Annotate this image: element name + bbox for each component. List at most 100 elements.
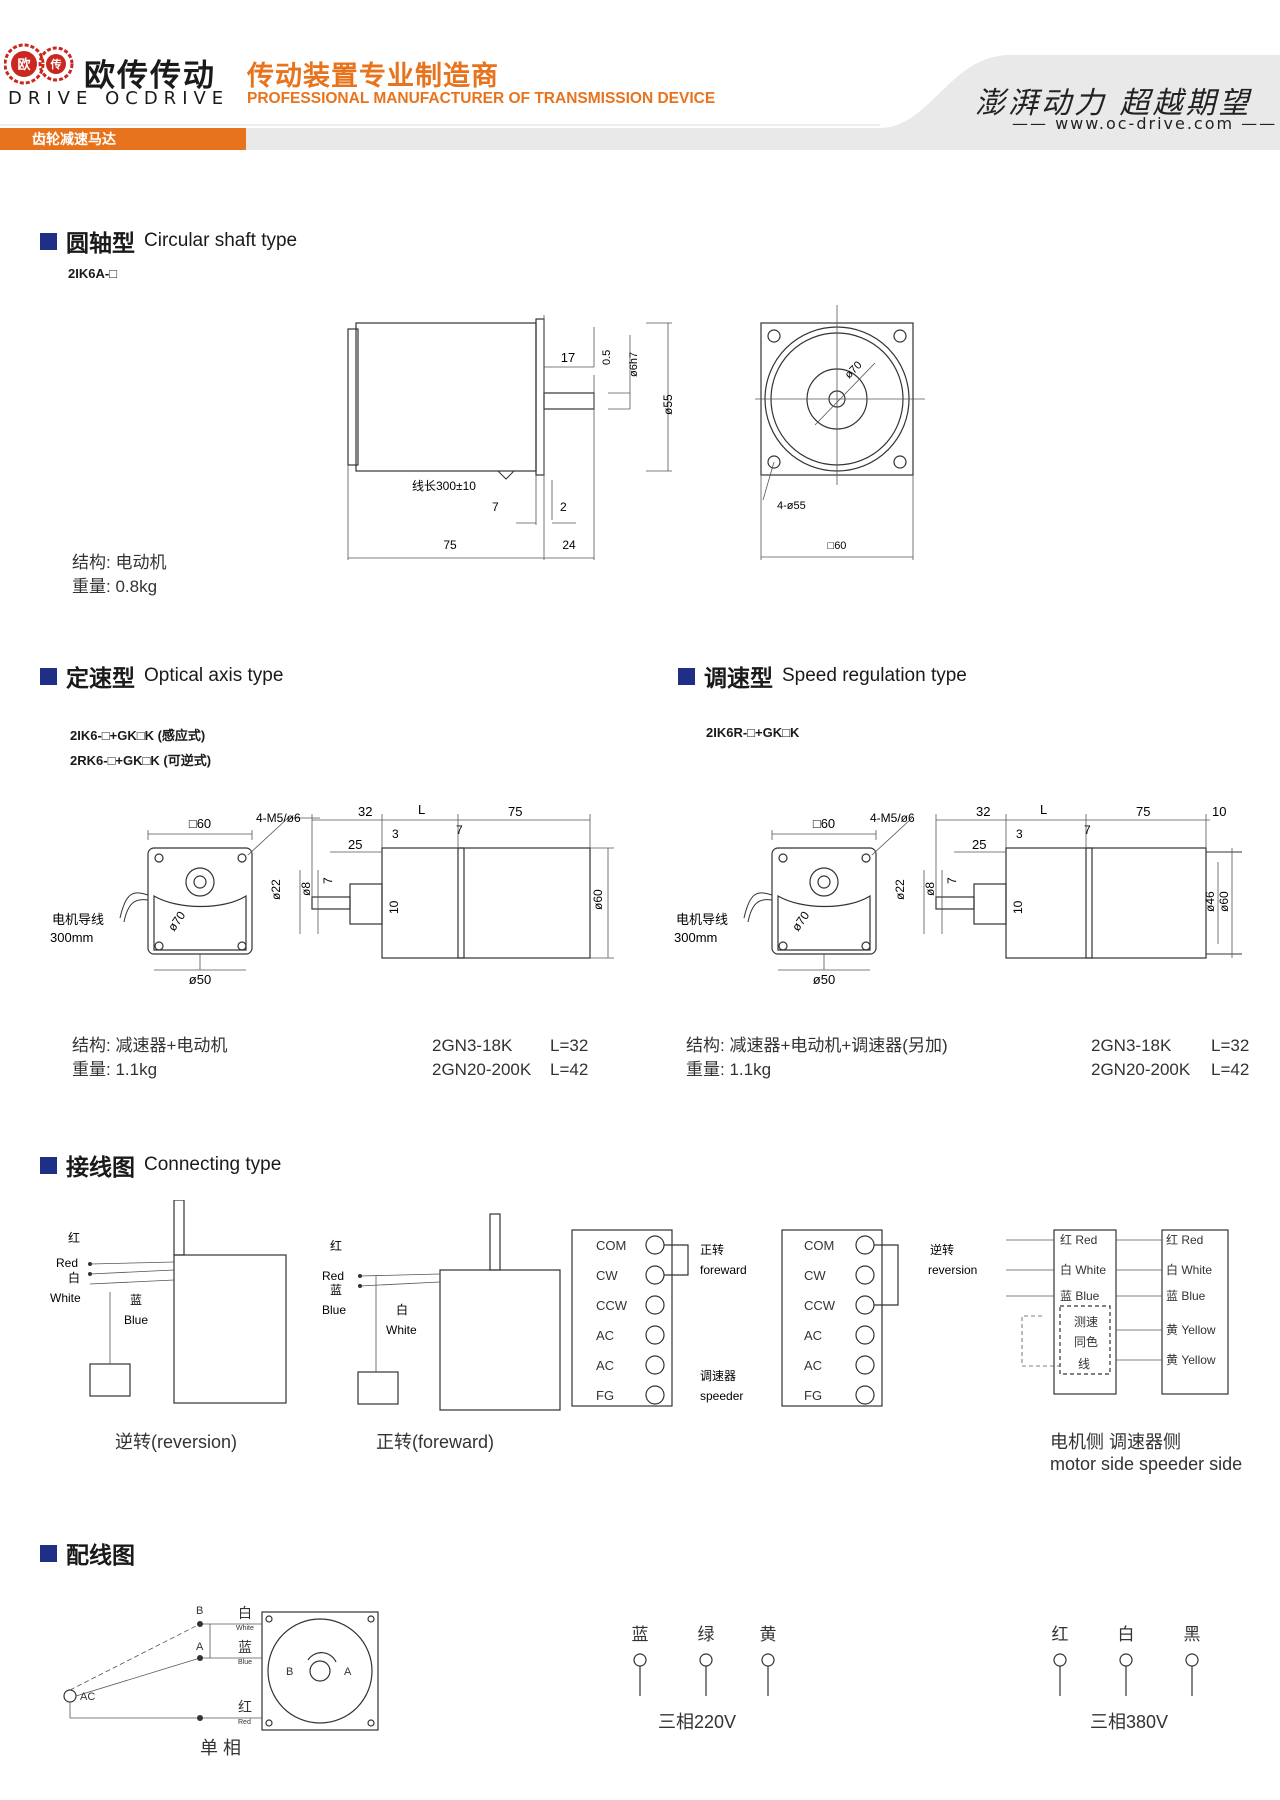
svg-text:COM: COM — [596, 1238, 626, 1253]
svg-text:蓝: 蓝 — [632, 1625, 649, 1644]
section-marker-icon — [40, 667, 57, 685]
svg-text:同色: 同色 — [1074, 1335, 1098, 1349]
svg-text:24: 24 — [562, 538, 576, 552]
section-marker-icon — [678, 667, 695, 685]
section-connecting-heading: 接线图 Connecting type — [40, 1148, 281, 1182]
svg-text:ø8: ø8 — [299, 882, 313, 896]
svg-text:White: White — [236, 1625, 254, 1632]
section-speed-heading: 调速型 Speed regulation type — [678, 659, 967, 693]
svg-text:欧: 欧 — [17, 57, 30, 72]
svg-text:32: 32 — [358, 804, 372, 819]
three-phase-380-caption: 三相380V — [1090, 1712, 1169, 1732]
speed-model: 2IK6R-□+GK□K — [706, 725, 800, 740]
svg-text:L: L — [418, 802, 425, 817]
svg-text:红: 红 — [1052, 1625, 1069, 1644]
svg-text:speeder: speeder — [700, 1389, 743, 1403]
header-title: 传动装置专业制造商 — [247, 61, 499, 91]
optical-model-1: 2IK6-□+GK□K (感应式) — [70, 728, 206, 743]
reversion-caption: 逆转(reversion) — [115, 1432, 238, 1452]
svg-text:CCW: CCW — [804, 1298, 836, 1313]
svg-text:蓝: 蓝 — [238, 1639, 252, 1655]
section-marker-icon — [40, 1544, 57, 1562]
svg-text:黑: 黑 — [1184, 1625, 1201, 1644]
svg-text:黄 Yellow: 黄 Yellow — [1166, 1353, 1216, 1367]
svg-text:CCW: CCW — [596, 1298, 628, 1313]
svg-text:L: L — [1040, 802, 1047, 817]
svg-text:reversion: reversion — [928, 1263, 977, 1277]
svg-text:300mm: 300mm — [50, 930, 93, 945]
svg-text:ø46: ø46 — [1203, 891, 1217, 912]
speed-drawing: □60 4-M5/ø6 32 L 75 10 3 25 7 ø22 ø8 7 1… — [674, 802, 1242, 987]
svg-text:红: 红 — [330, 1238, 342, 1253]
optical-model-2: 2RK6-□+GK□K (可逆式) — [70, 753, 212, 768]
svg-text:4-M5/ø6: 4-M5/ø6 — [870, 811, 915, 825]
svg-text:红 Red: 红 Red — [1060, 1232, 1097, 1247]
header-slogan: 澎湃动力 超越期望 — [975, 86, 1252, 121]
svg-text:17: 17 — [561, 350, 575, 365]
terminal-forward-diagram: COM CW CCW AC AC FG 正转 foreward 调速器 spee… — [571, 1229, 747, 1407]
svg-text:电机导线: 电机导线 — [676, 912, 728, 927]
svg-text:绿: 绿 — [698, 1625, 715, 1644]
svg-text:白: 白 — [68, 1270, 80, 1285]
three-phase-380-diagram: 红 白 黑 — [1052, 1625, 1201, 1696]
foreward-caption: 正转(foreward) — [376, 1432, 495, 1452]
svg-text:7: 7 — [1084, 823, 1091, 837]
svg-text:3: 3 — [392, 827, 399, 841]
svg-text:Red: Red — [238, 1719, 251, 1726]
foreward-diagram: 红 Red 蓝 Blue 白 White — [322, 1213, 561, 1411]
svg-text:□60: □60 — [828, 540, 847, 552]
single-phase-caption: 单 相 — [200, 1738, 242, 1758]
svg-text:10: 10 — [1212, 804, 1226, 819]
svg-text:B: B — [196, 1605, 203, 1617]
svg-text:测速: 测速 — [1074, 1315, 1098, 1329]
svg-text:白 White: 白 White — [1060, 1262, 1106, 1277]
svg-text:电机导线: 电机导线 — [52, 912, 104, 927]
svg-text:ø8: ø8 — [923, 882, 937, 896]
svg-text:7: 7 — [321, 877, 335, 884]
logo-icon: 欧 传 — [4, 43, 74, 85]
svg-text:FG: FG — [596, 1388, 614, 1403]
svg-text:ø60: ø60 — [591, 889, 605, 910]
svg-text:红: 红 — [238, 1699, 252, 1715]
svg-text:75: 75 — [443, 538, 457, 552]
svg-text:foreward: foreward — [700, 1263, 747, 1277]
svg-text:白: 白 — [396, 1302, 408, 1317]
three-phase-220-diagram: 蓝 绿 黄 — [632, 1625, 777, 1696]
svg-text:逆转: 逆转 — [930, 1242, 954, 1257]
svg-text:White: White — [386, 1323, 417, 1337]
section-circular-heading: 圆轴型 Circular shaft type — [40, 224, 297, 258]
svg-text:32: 32 — [976, 804, 990, 819]
svg-text:正转: 正转 — [700, 1242, 724, 1257]
circular-side-drawing: 17 0.5 ø6h7 ø55 线长300±10 7 2 75 24 — [347, 315, 675, 560]
svg-text:ø70: ø70 — [165, 908, 189, 933]
side-caption-cn: 电机侧 调速器侧 — [1050, 1432, 1182, 1452]
svg-text:Red: Red — [322, 1269, 344, 1283]
svg-text:蓝 Blue: 蓝 Blue — [1166, 1289, 1206, 1303]
optical-specs: 结构: 减速器+电动机 重量: 1.1kg — [72, 1036, 228, 1079]
svg-text:ø60: ø60 — [1217, 891, 1231, 912]
reversion-diagram: 红 Red 白 White 蓝 Blue — [50, 1200, 287, 1404]
svg-text:调速器: 调速器 — [700, 1369, 736, 1383]
svg-text:300mm: 300mm — [674, 930, 717, 945]
single-phase-diagram: B A 白 White 蓝 Blue 红 Red AC B A — [63, 1605, 379, 1731]
three-phase-220-caption: 三相220V — [658, 1712, 737, 1732]
svg-text:75: 75 — [508, 804, 522, 819]
svg-text:传: 传 — [50, 57, 62, 71]
svg-text:白: 白 — [238, 1605, 252, 1621]
svg-text:Red: Red — [56, 1256, 78, 1270]
svg-text:ø70: ø70 — [843, 359, 865, 381]
svg-text:A: A — [196, 1641, 204, 1653]
brand-english: DRIVE OCDRIVE — [8, 88, 230, 109]
svg-text:Blue: Blue — [322, 1303, 346, 1317]
svg-text:75: 75 — [1136, 804, 1150, 819]
svg-text:AC: AC — [804, 1358, 822, 1373]
optical-drawing: □60 4-M5/ø6 32 L 75 3 25 7 ø22 ø8 7 10 ø… — [50, 802, 614, 987]
svg-text:ø70: ø70 — [789, 908, 813, 933]
svg-text:ø50: ø50 — [189, 972, 211, 987]
svg-text:B: B — [286, 1666, 293, 1678]
svg-text:3: 3 — [1016, 827, 1023, 841]
